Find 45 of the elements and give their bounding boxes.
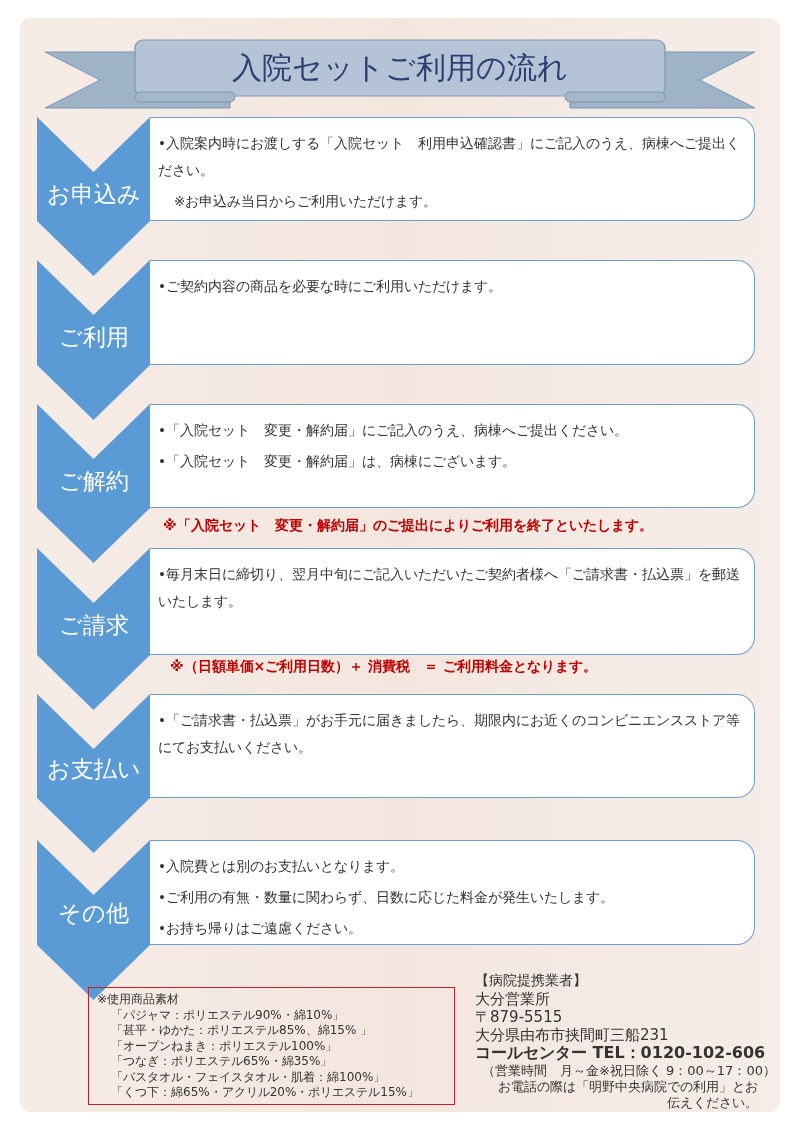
info-text: 大分営業所 bbox=[475, 990, 550, 1009]
step-band bbox=[37, 548, 150, 710]
content-box bbox=[150, 117, 755, 221]
note-text: ※（日額単価×ご利用日数）＋ 消費税 ＝ ご利用料金となります。 bbox=[170, 658, 598, 676]
step-label: お支払い bbox=[45, 755, 142, 784]
content-box bbox=[150, 404, 755, 508]
bullet-text: •入院費とは別のお支払いとなります。 bbox=[158, 857, 405, 876]
info-text: 大分県由布市挟間町三船231 bbox=[475, 1026, 669, 1045]
info-text: （営業時間 月～金※祝日除く 9：00～17：00） bbox=[482, 1062, 776, 1080]
bullet-text: •「ご請求書・払込票」がお手元に届きましたら、期限内にお近くのコンビニエンスストア等にてお支払いください。 bbox=[158, 711, 740, 757]
bullet-text: •「入院セット 変更・解約届」にご記入のうえ、病棟へご提出ください。 bbox=[158, 421, 629, 440]
bullet-text: •お持ち帰りはご遠慮ください。 bbox=[158, 919, 363, 938]
content-box bbox=[150, 260, 755, 365]
materials-box bbox=[88, 987, 455, 1105]
step-label: その他 bbox=[57, 899, 130, 928]
phone-number: コールセンター TEL：0120-102-606 bbox=[475, 1043, 766, 1064]
bullet-text: •ご契約内容の商品を必要な時にご利用いただけます。 bbox=[158, 277, 503, 296]
bullet-text: •「入院セット 変更・解約届」は、病棟にございます。 bbox=[158, 452, 517, 471]
material-text: 「バスタオル・フェイスタオル・肌着：綿100%」 bbox=[110, 1069, 387, 1085]
bullet-text: •入院案内時にお渡しする「入院セット 利用申込確認書」にご記入のうえ、病棟へご提出ください。 bbox=[158, 134, 740, 180]
info-text: 〒879-5515 bbox=[475, 1008, 563, 1027]
note-text: ※お申込み当日からご利用いただけます。 bbox=[173, 192, 439, 211]
material-text: 「パジャマ：ポリエステル90%・綿10%」 bbox=[110, 1007, 346, 1023]
step-band bbox=[37, 694, 150, 853]
step-label: ご解約 bbox=[57, 467, 130, 496]
bullet-text: •ご利用の有無・数量に関わらず、日数に応じた料金が発生いたします。 bbox=[158, 888, 615, 907]
info-text: お電話の際は「明野中央病院での利用」とお伝えください。 bbox=[497, 1079, 758, 1111]
info-heading: 【病院提携業者】 bbox=[475, 972, 587, 990]
step-label: ご請求 bbox=[57, 611, 130, 640]
material-text: 「甚平・ゆかた：ポリエステル85%、綿15% 」 bbox=[110, 1023, 374, 1039]
step-band bbox=[37, 117, 150, 276]
material-text: 「オープンねまき：ポリエステル100%」 bbox=[110, 1038, 339, 1054]
bullet-text: •毎月末日に締切り、翌月中旬にご記入いただいたご契約者様へ「ご請求書・払込票」を郵送いたします。 bbox=[158, 565, 740, 611]
content-box bbox=[150, 548, 755, 655]
content-box bbox=[150, 694, 755, 798]
material-text: ※使用商品素材 bbox=[97, 992, 181, 1008]
step-band bbox=[37, 404, 150, 563]
step-band bbox=[37, 260, 150, 420]
material-text: 「くつ下：綿65%・アクリル20%・ポリエステル15%」 bbox=[110, 1085, 420, 1101]
step-label: ご利用 bbox=[57, 323, 130, 352]
title: 入院セットご利用の流れ bbox=[231, 49, 569, 87]
content-box bbox=[150, 840, 755, 945]
material-text: 「つなぎ：ポリエステル65%・綿35%」 bbox=[110, 1054, 334, 1070]
note-text: ※「入院セット 変更・解約届」のご提出によりご利用を終了といたします。 bbox=[163, 517, 653, 535]
step-label: お申込み bbox=[45, 180, 142, 209]
